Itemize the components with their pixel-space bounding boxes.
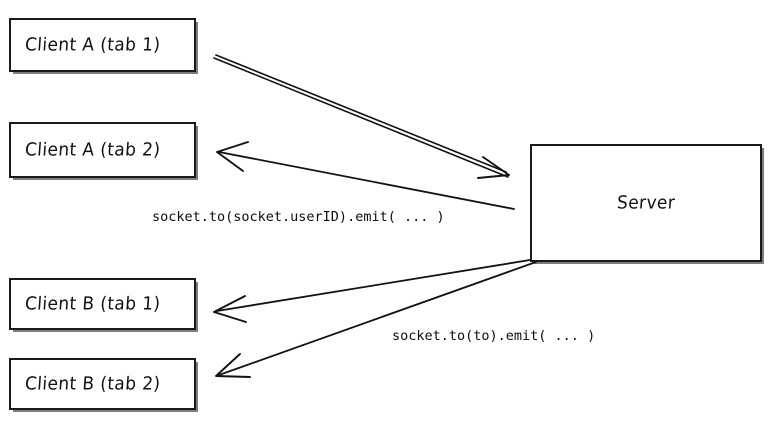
arrow-server-to-client-b-tab-1 <box>213 258 537 323</box>
node-client-b-tab-2-label: Client B (tab 2) <box>24 373 162 395</box>
node-client-a-tab-1-label: Client A (tab 1) <box>24 34 162 56</box>
node-server-label: Server <box>616 192 676 214</box>
arrow-client-a-tab-1-to-server <box>213 54 510 179</box>
node-server[interactable]: Server <box>530 144 762 262</box>
arrow-server-to-client-b-tab-2 <box>215 261 537 378</box>
node-client-a-tab-1[interactable]: Client A (tab 1) <box>9 18 196 72</box>
node-client-b-tab-2[interactable]: Client B (tab 2) <box>9 358 196 410</box>
arrow-server-to-client-a-tab-2 <box>216 141 515 210</box>
node-client-b-tab-1[interactable]: Client B (tab 1) <box>9 278 196 330</box>
node-client-a-tab-2[interactable]: Client A (tab 2) <box>9 122 196 178</box>
node-client-a-tab-2-label: Client A (tab 2) <box>24 139 162 161</box>
edge-label-to-room: socket.to(to).emit( ... ) <box>392 328 596 344</box>
node-client-b-tab-1-label: Client B (tab 1) <box>24 293 162 315</box>
edge-label-user-room: socket.to(socket.userID).emit( ... ) <box>152 209 445 225</box>
